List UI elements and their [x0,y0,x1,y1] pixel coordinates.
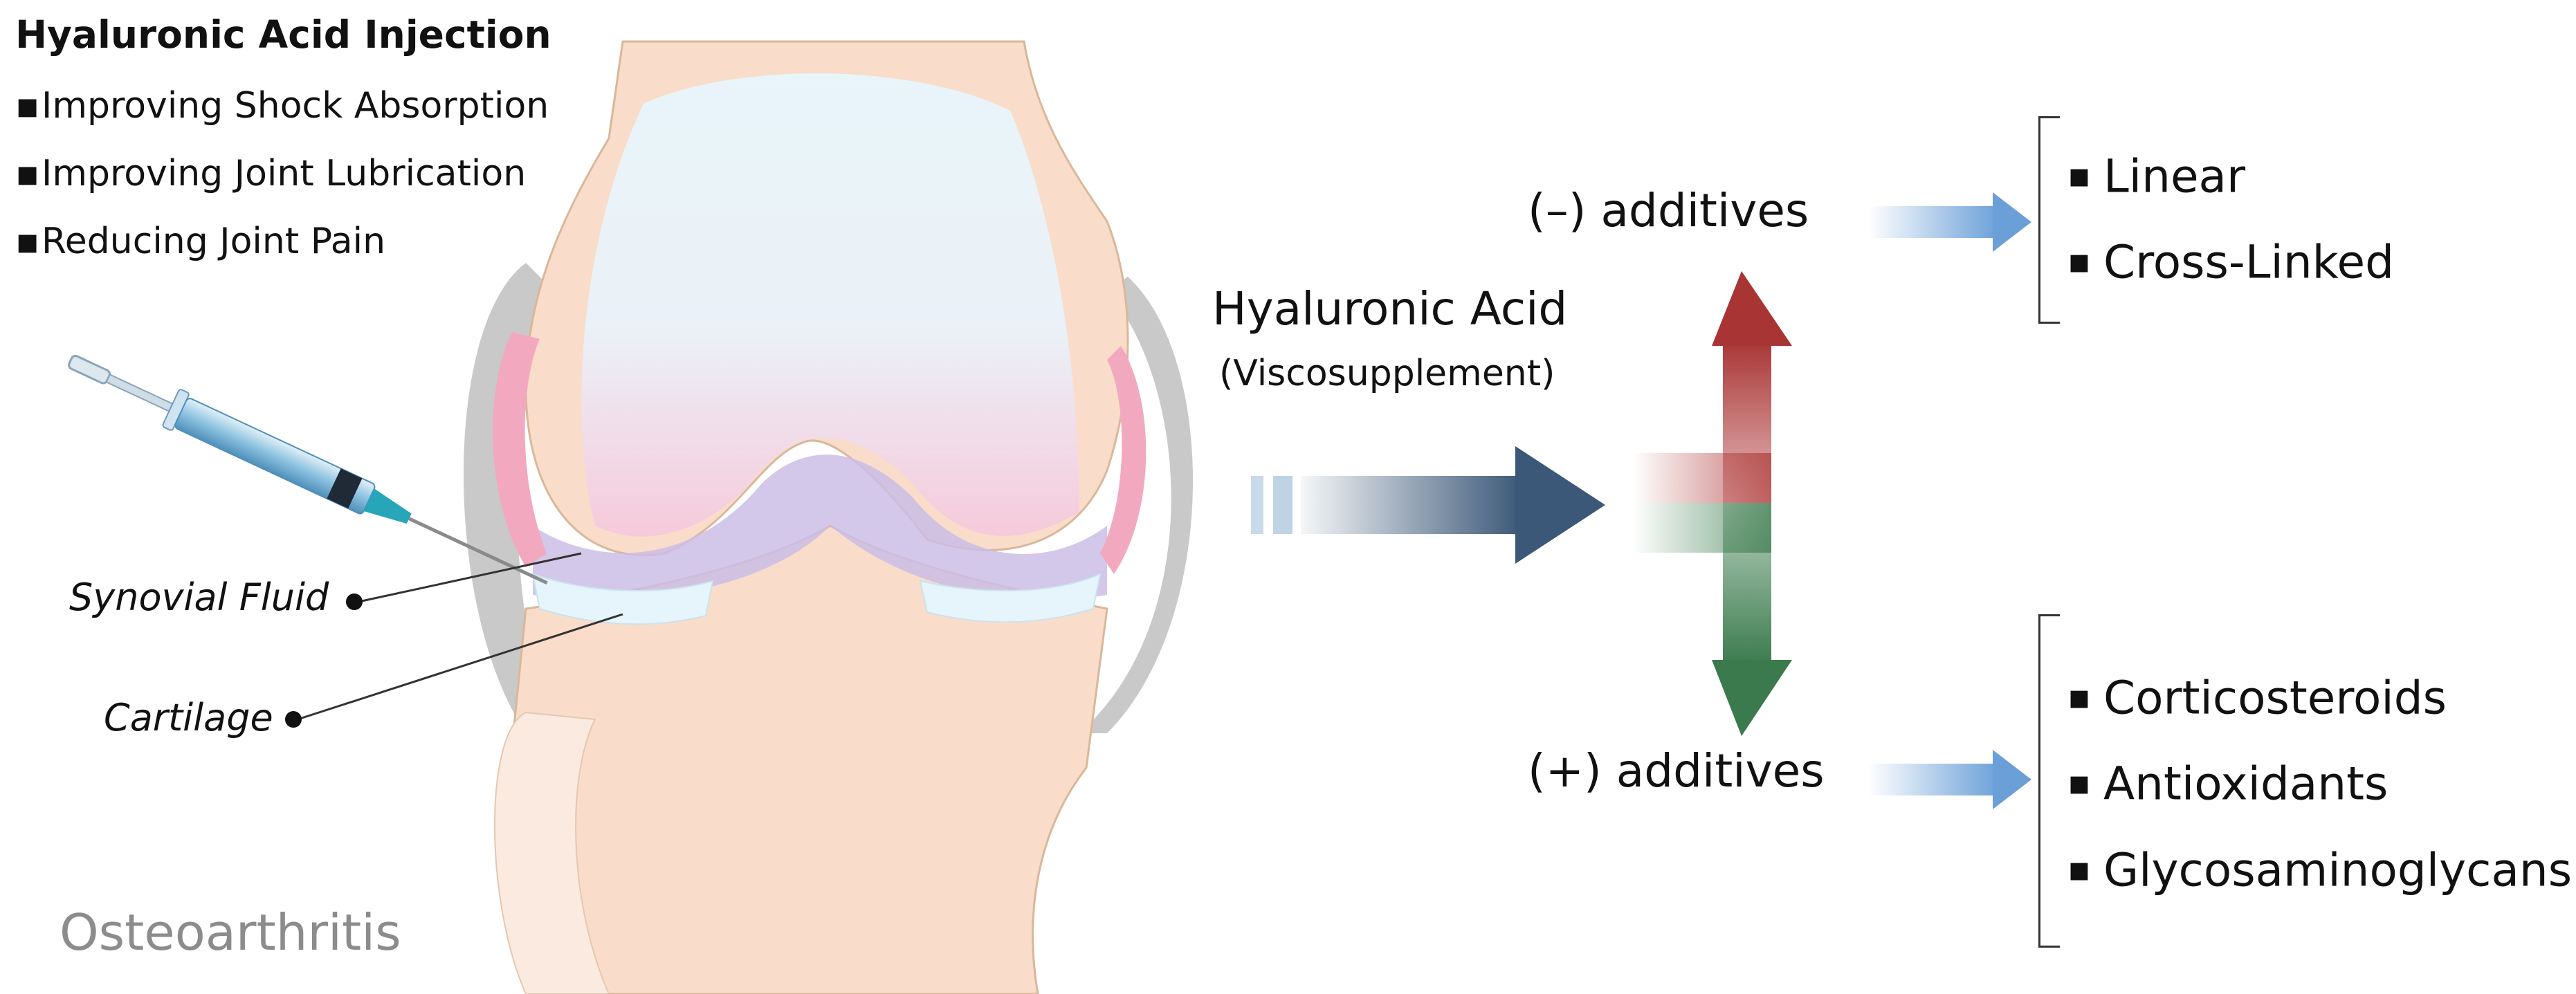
cartilage-callout-line [297,613,623,721]
disease-label: Osteoarthritis [60,903,401,961]
synovial-callout-dot [346,593,363,610]
list-item: Linear [2067,133,2394,219]
list-item: Corticosteroids [2067,654,2572,740]
list-item: Cross-Linked [2067,219,2394,304]
negative-additives-label: (–) additives [1528,184,1809,237]
injection-title: Hyaluronic Acid Injection [15,12,551,57]
benefits-list: Improving Shock Absorption Improving Joi… [15,72,549,275]
cartilage-label: Cartilage [104,696,273,739]
ha-title: Hyaluronic Acid [1212,282,1568,335]
positive-small-arrow [1868,750,2031,809]
ha-subtitle: (Viscosupplement) [1219,353,1555,394]
list-item: Glycosaminoglycans [2067,827,2572,912]
ligament-right [1100,346,1147,574]
fibula [494,711,610,994]
benefit-item: Improving Shock Absorption [15,72,549,140]
synovial-fluid-label: Synovial Fluid [69,576,329,619]
negative-bracket [2038,116,2060,324]
positive-additives-label: (+) additives [1528,744,1825,798]
positive-types-list: Corticosteroids Antioxidants Glycosamino… [2067,654,2572,912]
positive-bracket [2038,614,2060,948]
list-item: Antioxidants [2067,740,2572,826]
negative-branch-arrow [1633,271,1792,503]
negative-types-list: Linear Cross-Linked [2067,133,2394,305]
benefit-item: Improving Joint Lubrication [15,140,549,208]
flow-arrow [1251,446,1605,564]
negative-small-arrow [1868,192,2031,252]
cartilage-callout-dot [285,711,302,728]
tibial-cartilage-right [919,573,1102,623]
synovial-callout-line [358,552,582,603]
syringe-icon [68,354,548,585]
ligament-left [493,332,547,567]
femoral-cartilage [581,73,1079,537]
benefit-item: Reducing Joint Pain [15,208,549,275]
synovial-fluid-region [533,454,1107,600]
positive-branch-arrow [1633,503,1792,736]
tibial-cartilage-left [531,573,714,625]
